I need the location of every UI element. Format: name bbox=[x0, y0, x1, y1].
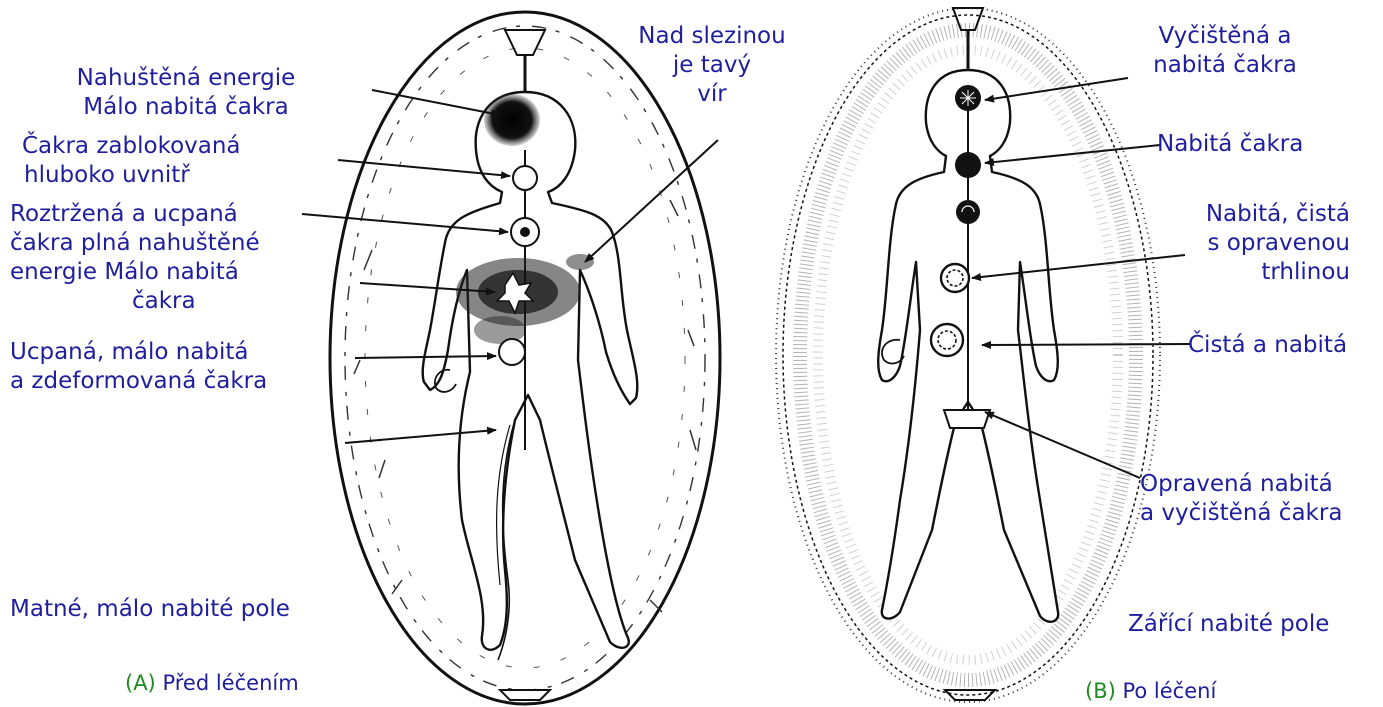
label-a-roztrzena-line4: čakra bbox=[10, 287, 260, 316]
label-b-nabita: Nabitá čakra bbox=[1157, 130, 1303, 159]
label-b-cista-nabita: Čistá a nabitá bbox=[1188, 331, 1347, 360]
label-b-vycistena-line1: Vyčištěná a bbox=[1115, 22, 1335, 51]
caption-a-text: Před léčením bbox=[162, 671, 298, 695]
arrow-b-nabita bbox=[985, 145, 1160, 163]
label-a-ucpana-line1: Ucpaná, málo nabitá bbox=[10, 338, 267, 367]
label-b-opravena-line1: Opravená nabitá bbox=[1140, 470, 1342, 499]
label-a-nahustena: Nahuštěná energie Málo nabitá čakra bbox=[40, 64, 332, 122]
label-b-vycistena-line2: nabitá čakra bbox=[1115, 51, 1335, 80]
label-a-roztrzena-line2: čakra plná nahuštěné bbox=[10, 229, 260, 258]
caption-b: (B) Po léčení bbox=[1085, 678, 1216, 704]
label-a-pole-text: Matné, málo nabité pole bbox=[10, 595, 290, 624]
caption-b-text: Po léčení bbox=[1122, 679, 1216, 703]
arrow-a-nahustena bbox=[372, 90, 500, 115]
label-a-zablokovana-line2: hluboko uvnitř bbox=[22, 161, 241, 190]
label-b-cista-line1: Nabitá, čistá bbox=[1170, 200, 1350, 229]
label-b-opravena-line2: a vyčištěná čakra bbox=[1140, 499, 1342, 528]
label-a-slezina: Nad slezinou je tavý vír bbox=[612, 22, 812, 109]
caption-b-letter: (B) bbox=[1085, 679, 1116, 703]
label-a-nahustena-text: Nahuštěná energie bbox=[40, 64, 332, 93]
panel-a-body bbox=[423, 30, 638, 700]
label-b-opravena: Opravená nabitá a vyčištěná čakra bbox=[1140, 470, 1342, 528]
label-a-zablokovana-line1: Čakra zablokovaná bbox=[22, 132, 241, 161]
label-a-slezina-line2: je tavý bbox=[612, 51, 812, 80]
label-b-cista-line3: trhlinou bbox=[1170, 258, 1350, 287]
label-a-slezina-line3: vír bbox=[612, 80, 812, 109]
label-b-pole-text: Zářící nabité pole bbox=[1128, 610, 1329, 639]
label-b-vycistena: Vyčištěná a nabitá čakra bbox=[1115, 22, 1335, 80]
label-b-cista: Nabitá, čistá s opravenou trhlinou bbox=[1170, 200, 1350, 287]
label-a-roztrzena: Roztržená a ucpaná čakra plná nahuštěné … bbox=[10, 200, 260, 316]
panel-b-body bbox=[878, 8, 1058, 700]
arrow-b-cista-nabita bbox=[982, 344, 1190, 345]
label-a-pole: Matné, málo nabité pole bbox=[10, 595, 290, 624]
caption-a: (A) Před léčením bbox=[125, 670, 299, 696]
label-b-cista-nabita-text: Čistá a nabitá bbox=[1188, 331, 1347, 360]
label-b-pole: Zářící nabité pole bbox=[1128, 610, 1329, 639]
label-a-ucpana-line2: a zdeformovaná čakra bbox=[10, 367, 267, 396]
caption-a-letter: (A) bbox=[125, 671, 156, 695]
label-a-zablokovana: Čakra zablokovaná hluboko uvnitř bbox=[22, 132, 241, 190]
label-b-nabita-text: Nabitá čakra bbox=[1157, 130, 1303, 159]
arrow-b-vycistena bbox=[985, 78, 1128, 100]
label-a-roztrzena-line1: Roztržená a ucpaná bbox=[10, 200, 260, 229]
label-a-ucpana: Ucpaná, málo nabitá a zdeformovaná čakra bbox=[10, 338, 267, 396]
label-a-roztrzena-line3: energie Málo nabitá bbox=[10, 258, 260, 287]
label-b-cista-line2: s opravenou bbox=[1170, 229, 1350, 258]
label-a-slezina-line1: Nad slezinou bbox=[612, 22, 812, 51]
label-a-malo-nabita-text: Málo nabitá čakra bbox=[40, 93, 332, 122]
